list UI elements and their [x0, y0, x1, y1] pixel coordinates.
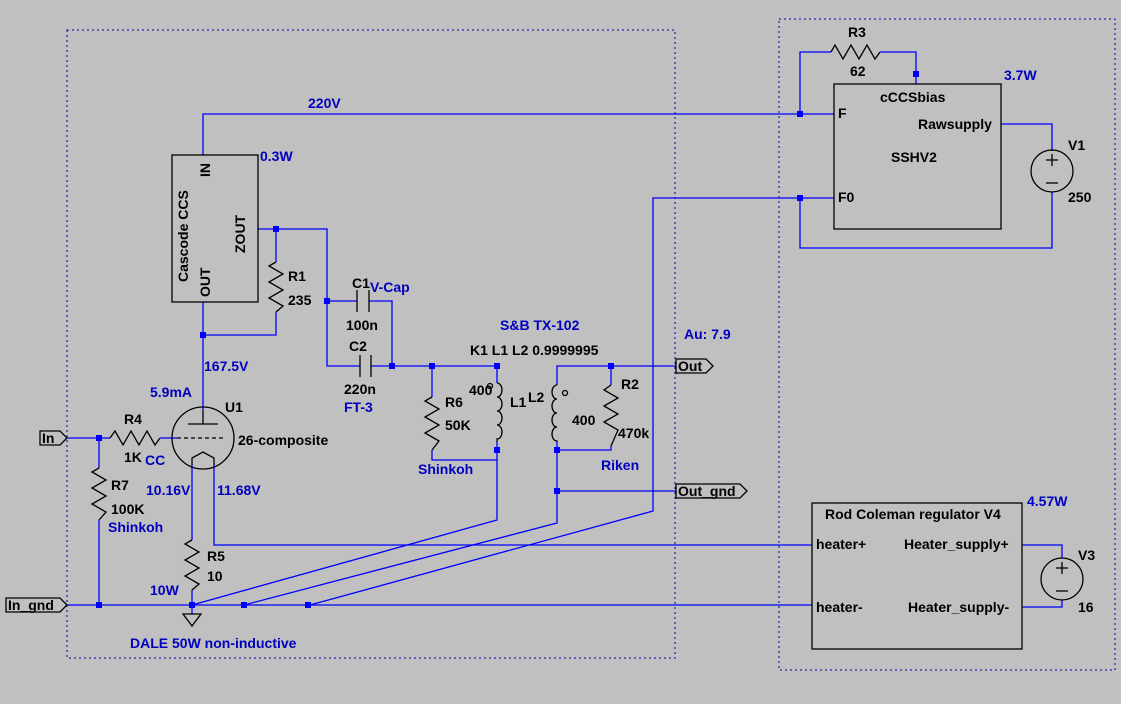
regulator-pin-heater-plus: heater+: [816, 536, 866, 552]
r3-ref: R3: [848, 24, 866, 40]
l2-value: 400: [572, 412, 596, 428]
out-port-label: Out: [678, 358, 702, 374]
wires: [67, 51, 1063, 614]
c1-capacitor[interactable]: [356, 290, 370, 312]
regulator-pin-supply-plus: Heater_supply+: [904, 536, 1009, 552]
transformer-coupling: K1 L1 L2 0.9999995: [470, 342, 599, 358]
r2-resistor[interactable]: [602, 384, 620, 447]
r6-value: 50K: [445, 417, 471, 433]
l1-inductor[interactable]: [486, 382, 503, 442]
sshv2-name: SSHV2: [891, 149, 937, 165]
r1-resistor[interactable]: [267, 261, 285, 313]
r5-power: 10W: [150, 582, 180, 598]
u1-triode-tube[interactable]: [171, 406, 235, 470]
r2-note: Riken: [601, 457, 639, 473]
v1-source[interactable]: [1030, 149, 1074, 193]
l2-ref: L2: [528, 389, 545, 405]
cascode-pin-in: IN: [197, 163, 213, 177]
v3-ref: V3: [1078, 547, 1095, 563]
l1-value: 400: [469, 382, 493, 398]
cathode-voltage-label: 11.68V: [217, 482, 261, 498]
sshv2-pin-f: F: [838, 105, 847, 121]
v3-source[interactable]: [1040, 557, 1084, 601]
r6-resistor[interactable]: [423, 396, 441, 451]
r3-value: 62: [850, 63, 866, 79]
junction-dots: [96, 71, 919, 608]
plate-current-label: 5.9mA: [150, 384, 192, 400]
l1-note: Shinkoh: [418, 461, 473, 477]
c2-ref: C2: [349, 338, 367, 354]
c2-value: 220n: [344, 381, 376, 397]
in-port-label: In: [42, 430, 54, 446]
out-port[interactable]: [675, 358, 714, 374]
cascode-power: 0.3W: [260, 148, 293, 164]
r3-resistor[interactable]: [830, 43, 881, 61]
out-gnd-port-label: Out_gnd: [678, 483, 736, 499]
v1-value: 250: [1068, 189, 1092, 205]
r6-ref: R6: [445, 394, 463, 410]
c2-capacitor[interactable]: [359, 355, 372, 377]
r5-resistor[interactable]: [183, 539, 201, 591]
plate-voltage-label: 167.5V: [204, 358, 249, 374]
r7-note: Shinkoh: [108, 519, 163, 535]
transformer-name: S&B TX-102: [500, 317, 580, 333]
gain-label: Au: 7.9: [684, 326, 731, 342]
r7-resistor[interactable]: [90, 467, 108, 521]
l1-ref: L1: [510, 394, 527, 410]
cascode-pin-zout: ZOUT: [232, 214, 248, 253]
sshv2-power: 3.7W: [1004, 67, 1037, 83]
amplifier-frame: [66, 29, 676, 659]
v3-value: 16: [1078, 599, 1094, 615]
rail-220v-label: 220V: [308, 95, 341, 111]
sshv2-pin-rawsupply: Rawsupply: [918, 116, 992, 132]
r2-ref: R2: [621, 376, 639, 392]
regulator-pin-supply-minus: Heater_supply-: [908, 599, 1009, 615]
cascode-ccs-title: Cascode CCS: [175, 190, 191, 282]
r5-value: 10: [207, 568, 223, 584]
ground-symbol: [181, 613, 203, 628]
r4-note: CC: [145, 452, 165, 468]
in-gnd-port[interactable]: [5, 597, 68, 613]
r1-ref: R1: [288, 268, 306, 284]
c2-note: FT-3: [344, 399, 373, 415]
l2-inductor[interactable]: [551, 384, 569, 442]
c1-note: V-Cap: [370, 279, 410, 295]
r4-value: 1K: [124, 449, 142, 465]
r2-value: 470k: [618, 425, 649, 441]
regulator-title: Rod Coleman regulator V4: [825, 506, 1001, 522]
regulator-power: 4.57W: [1027, 493, 1068, 509]
u1-value: 26-composite: [238, 432, 328, 448]
r4-ref: R4: [124, 411, 142, 427]
sshv2-title: cCCSbias: [880, 89, 946, 105]
u1-ref: U1: [225, 399, 243, 415]
grid-voltage-label: 10.16V: [146, 482, 191, 498]
r5-note: DALE 50W non-inductive: [130, 635, 297, 651]
c1-value: 100n: [346, 317, 378, 333]
regulator-pin-heater-minus: heater-: [816, 599, 863, 615]
out-gnd-port[interactable]: [675, 483, 748, 499]
r1-value: 235: [288, 292, 312, 308]
cascode-ccs-block[interactable]: [171, 154, 259, 303]
r4-resistor[interactable]: [109, 429, 161, 447]
cascode-pin-out: OUT: [197, 267, 213, 297]
in-port[interactable]: [39, 430, 68, 446]
in-gnd-port-label: In_gnd: [8, 597, 54, 613]
regulator-block[interactable]: [811, 502, 1023, 650]
sshv2-pin-f0: F0: [838, 189, 855, 205]
c1-ref: C1: [352, 275, 370, 291]
r7-ref: R7: [111, 477, 129, 493]
sshv2-block[interactable]: [833, 83, 1002, 230]
r7-value: 100K: [111, 501, 144, 517]
supply-frame: [778, 18, 1116, 671]
r5-ref: R5: [207, 548, 225, 564]
v1-ref: V1: [1068, 137, 1085, 153]
